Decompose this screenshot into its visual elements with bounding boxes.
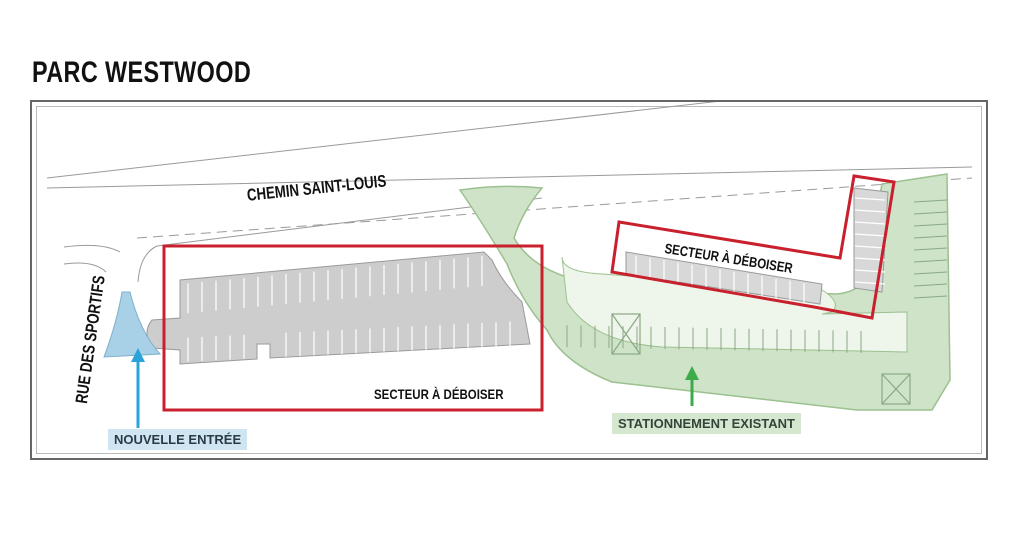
existing-stall-line (913, 247, 948, 251)
crossed-box-markers (611, 313, 911, 405)
new-entrance-area (103, 291, 162, 358)
page-title: PARC WESTWOOD (32, 56, 252, 89)
parking-stall-line (854, 233, 886, 237)
parking-stall-line (854, 209, 886, 213)
new-parking-area (146, 251, 531, 365)
parking-stalls (187, 197, 886, 362)
parking-stall-line (854, 245, 886, 249)
road-lines (46, 102, 973, 283)
existing-stall-line (913, 211, 948, 215)
existing-stall-line (913, 235, 948, 239)
existing-parking-callout: STATIONNEMENT EXISTANT (612, 413, 801, 434)
parking-stall-line (854, 197, 886, 201)
existing-stall-line (913, 295, 948, 299)
clearing-zone-east-outline (610, 174, 896, 320)
new-entrance-arrow (131, 348, 145, 428)
clearing-zone-west-outline (162, 244, 544, 412)
existing-parking-arrow (685, 366, 699, 406)
parking-stall-line (854, 221, 886, 225)
existing-stall-line (913, 199, 948, 203)
site-plan-drawing (46, 102, 973, 428)
parking-stall-line (854, 281, 886, 285)
clearing-zone-west-label: SECTEUR À DÉBOISER (374, 386, 504, 402)
existing-stall-line (913, 223, 948, 227)
new-entrance-callout: NOUVELLE ENTRÉE (108, 429, 248, 450)
existing-parking-stalls (566, 199, 948, 353)
site-map: CHEMIN SAINT-LOUIS RUE DES SPORTIFS SECT… (30, 100, 988, 460)
existing-stall-line (913, 259, 948, 263)
existing-stall-line (913, 283, 948, 287)
existing-stall-line (913, 271, 948, 275)
